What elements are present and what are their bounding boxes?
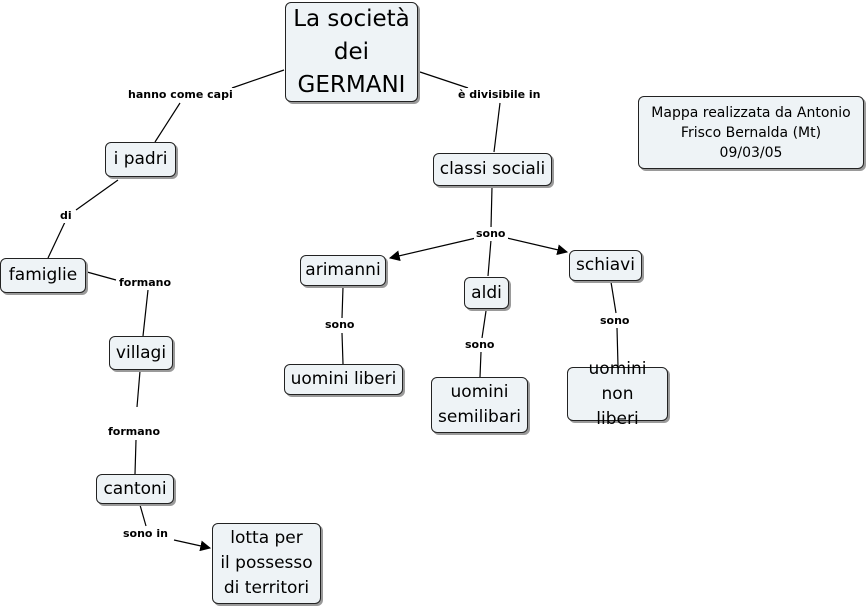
line-sono-nonliberi: [616, 327, 619, 367]
line-sonoin-lotta: [173, 539, 212, 552]
concept-schiavi[interactable]: schiavi: [569, 250, 642, 281]
line-villagi-formano: [136, 370, 141, 408]
link-label-sono-schiavi[interactable]: sono: [598, 314, 632, 328]
concept-arimanni[interactable]: arimanni: [300, 255, 386, 286]
concept-root-germani[interactable]: La società dei GERMANI: [285, 2, 418, 102]
line-sono-schiavi: [506, 237, 569, 256]
line-schiavi-sono: [610, 281, 617, 314]
author-note-box[interactable]: Mappa realizzata da Antonio Frisco Berna…: [638, 96, 864, 169]
line-root-divisibile: [419, 71, 469, 89]
concept-aldi[interactable]: aldi: [464, 277, 509, 309]
concept-padri[interactable]: i padri: [105, 142, 176, 177]
link-label-sono-in[interactable]: sono in: [121, 527, 170, 541]
concept-classi-sociali[interactable]: classi sociali: [433, 153, 552, 186]
line-hanno-padri: [154, 102, 181, 143]
line-classi-sono: [490, 186, 493, 229]
concept-lotta-territori[interactable]: lotta per il possesso di territori: [212, 523, 321, 604]
line-cantoni-sonoin: [139, 504, 147, 527]
line-divisibile-classi: [493, 102, 501, 153]
line-famiglie-formano: [86, 271, 117, 281]
line-sono-semilibari: [479, 351, 482, 378]
line-aldi-sono: [481, 310, 487, 339]
line-sono-uominiliberi: [341, 332, 344, 365]
line-di-famiglie: [47, 221, 66, 259]
line-padri-di: [75, 179, 119, 211]
link-label-hanno-come-capi[interactable]: hanno come capi: [126, 88, 235, 102]
line-formano-villagi: [142, 289, 149, 337]
link-label-di[interactable]: di: [58, 209, 74, 223]
line-sono-aldi: [487, 239, 492, 277]
link-label-formano-villagi[interactable]: formano: [106, 425, 163, 439]
link-label-sono-classi[interactable]: sono: [474, 227, 508, 241]
link-label-sono-aldi[interactable]: sono: [463, 338, 497, 352]
line-formano-cantoni: [134, 439, 137, 475]
concept-uomini-semilibari[interactable]: uomini semilibari: [431, 377, 528, 433]
line-sono-arimanni: [388, 237, 477, 262]
link-label-divisibile-in[interactable]: è divisibile in: [456, 88, 543, 102]
link-label-sono-arimanni[interactable]: sono: [323, 318, 357, 332]
concept-uomini-liberi[interactable]: uomini liberi: [284, 364, 403, 395]
concept-famiglie[interactable]: famiglie: [0, 258, 86, 293]
link-label-formano-famiglie[interactable]: formano: [117, 276, 174, 290]
concept-cantoni[interactable]: cantoni: [96, 474, 174, 504]
concept-villagi[interactable]: villagi: [109, 336, 173, 370]
concept-uomini-non-liberi[interactable]: uomini non liberi: [567, 359, 668, 429]
line-arimanni-sono: [341, 286, 344, 319]
line-root-hanno: [231, 69, 285, 89]
